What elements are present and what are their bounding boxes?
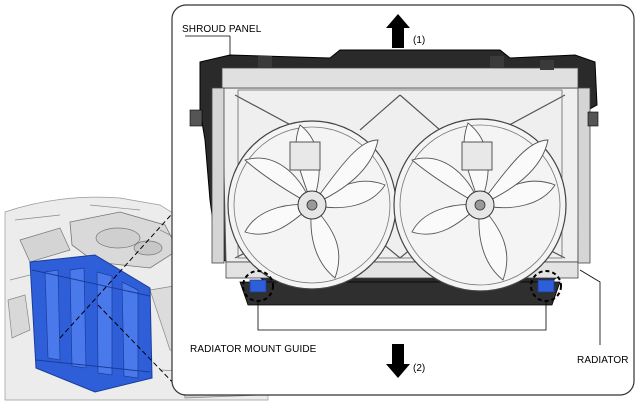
shroud-panel-label: SHROUD PANEL — [182, 24, 262, 35]
arrow-up-icon — [386, 14, 410, 48]
arrow-down-icon — [386, 344, 410, 378]
leader-lines — [185, 35, 601, 345]
left-cooling-fan — [227, 120, 397, 290]
direction-down-label: (2) — [413, 363, 426, 374]
highlighted-radiator-assembly — [29, 254, 153, 393]
right-cooling-fan — [393, 118, 567, 292]
radiator-mount-guide-label: RADIATOR MOUNT GUIDE — [190, 344, 317, 355]
radiator-label: RADIATOR — [577, 355, 629, 366]
direction-up-label: (1) — [413, 35, 426, 46]
